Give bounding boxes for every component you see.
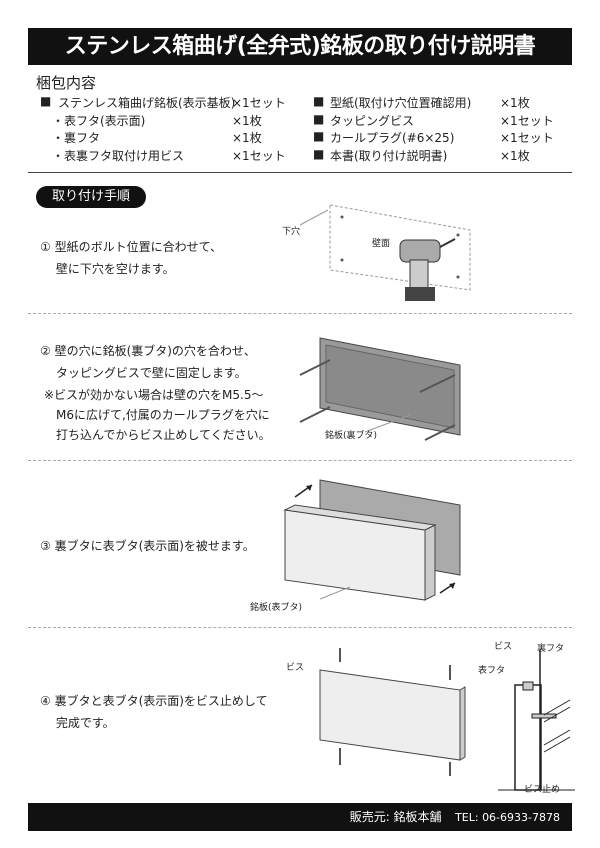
contents-item-name: 本書(取り付け説明書): [330, 148, 448, 163]
step-line: タッピングビスで壁に固定します。: [40, 366, 247, 380]
contents-item-name: タッピングビス: [330, 113, 415, 128]
step-2-text: ② 壁の穴に銘板(裏ブタ)の穴を合わせ、 タッピングビスで壁に固定します。: [40, 340, 256, 384]
contents-item-name: ステンレス箱曲げ銘板(表示基板): [58, 96, 236, 110]
divider: [28, 627, 572, 628]
step-3-illustration: [283, 479, 461, 601]
page-title: ステンレス箱曲げ(全弁式)銘板の取り付け説明書: [28, 28, 572, 65]
step-line: ③ 裏ブタに表ブタ(表示面)を被せます。: [40, 539, 255, 553]
contents-item-mark: ・: [52, 131, 65, 145]
seller: 販売元: 銘板本舗: [349, 810, 442, 824]
divider: [28, 172, 572, 173]
step-3-text: ③ 裏ブタに表ブタ(表示面)を被せます。: [40, 535, 255, 557]
step-4-illustration: [319, 648, 466, 776]
step-2-illustration: [299, 337, 461, 441]
divider: [28, 460, 572, 461]
note-line: 打ち込んでからビス止めしてください。: [44, 428, 271, 442]
step-1-text: ① 型紙のボルト位置に合わせて、 壁に下穴を空けます。: [40, 236, 222, 280]
step-4-text: ④ 裏ブタと表ブタ(表示面)をビス止めして 完成です。: [40, 690, 268, 734]
label-pilot-hole: 下穴: [282, 227, 301, 237]
contents-item-name: 裏フタ: [64, 131, 101, 145]
contents-item-name: 表裏フタ取付け用ビス: [64, 148, 185, 163]
contents-item-mark: ■: [313, 94, 325, 108]
procedure-label: 取り付け手順: [36, 186, 146, 208]
divider: [28, 313, 572, 314]
label-front-cover: 表フタ: [478, 666, 506, 676]
contents-item-qty: ×1セット: [500, 131, 554, 145]
step-line: ① 型紙のボルト位置に合わせて、: [40, 240, 222, 254]
contents-item-name: カールプラグ(#6×25): [330, 131, 455, 145]
contents-item-mark: ■: [313, 146, 325, 161]
contents-item-qty: ×1枚: [232, 113, 262, 128]
step-1-illustration: [299, 204, 471, 301]
note-line: ※ビスが効かない場合は壁の穴をM5.5〜: [44, 388, 264, 402]
contents-heading: 梱包内容: [36, 74, 97, 92]
footer: 販売元: 銘板本舗 TEL: 06-6933-7878: [28, 803, 572, 831]
contents-item-mark: ・: [52, 113, 65, 128]
contents-item-qty: ×1セット: [232, 96, 286, 110]
label-screw-fastening: ビス止め: [524, 785, 561, 795]
contents-item-name: 型紙(取付け穴位置確認用): [330, 96, 472, 110]
step-line: 壁に下穴を空けます。: [40, 262, 175, 276]
contents-item-mark: ■: [40, 94, 52, 108]
label-front-plate: 銘板(表ブタ): [250, 603, 303, 613]
contents-item-qty: ×1枚: [232, 131, 262, 145]
contents-item-mark: ■: [313, 111, 325, 126]
label-back-plate: 銘板(裏ブタ): [325, 431, 378, 441]
cross-section-diagram: [498, 650, 575, 791]
step-line: ④ 裏ブタと表ブタ(表示面)をビス止めして: [40, 694, 268, 708]
label-back-cover: 裏フタ: [537, 644, 565, 654]
contents-item-mark: ■: [313, 129, 325, 143]
contents-item-qty: ×1枚: [500, 96, 530, 110]
label-screw: ビス: [286, 663, 305, 673]
label-screw-detail: ビス: [494, 642, 513, 652]
note-line: M6に広げて,付属のカールプラグを穴に: [44, 408, 270, 422]
label-wall: 壁面: [372, 239, 391, 249]
step-2-note: ※ビスが効かない場合は壁の穴をM5.5〜 M6に広げて,付属のカールプラグを穴に…: [44, 385, 271, 445]
phone: TEL: 06-6933-7878: [455, 811, 560, 824]
contents-item-qty: ×1セット: [232, 148, 286, 163]
step-line: 完成です。: [40, 716, 115, 730]
contents-item-mark: ・: [52, 148, 65, 163]
step-line: ② 壁の穴に銘板(裏ブタ)の穴を合わせ、: [40, 344, 256, 358]
contents-item-name: 表フタ(表示面): [64, 113, 146, 128]
contents-item-qty: ×1枚: [500, 148, 530, 163]
contents-item-qty: ×1セット: [500, 113, 554, 128]
